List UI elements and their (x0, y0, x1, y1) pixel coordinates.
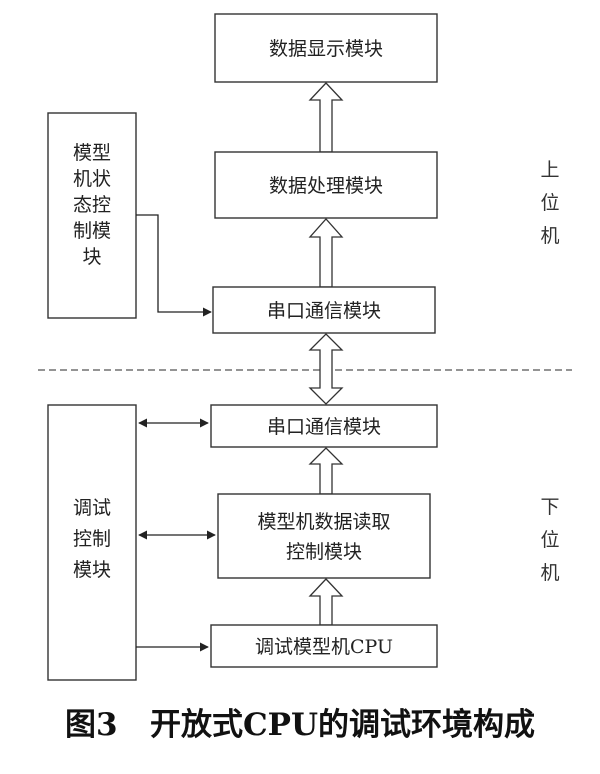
debug-model-cpu-label: 调试模型机CPU (255, 636, 393, 658)
debug-control-module-box (47, 404, 137, 681)
svg-text:机状: 机状 (73, 168, 111, 190)
svg-text:位: 位 (540, 192, 559, 214)
svg-text:块: 块 (82, 246, 101, 268)
data-display-module-box (214, 13, 438, 83)
debug-control-module-label: 调试 控制 模块 (73, 497, 111, 581)
data-processing-module-box (214, 151, 438, 219)
lower-machine-label: 下 位 机 (540, 496, 559, 584)
model-data-read-module-box (217, 493, 431, 579)
upper-serial-module-label: 串口通信模块 (267, 300, 381, 322)
svg-text:模块: 模块 (73, 559, 111, 581)
hollow-arrow-read-to-serial (308, 447, 344, 495)
svg-text:态控: 态控 (73, 194, 111, 216)
upper-machine-label: 上 位 机 (540, 159, 559, 247)
model-data-read-module-label: 模型机数据读取 控制模块 (257, 511, 390, 563)
svg-text:控制模块: 控制模块 (286, 541, 362, 563)
svg-text:模型机数据读取: 模型机数据读取 (257, 511, 390, 533)
svg-text:机: 机 (540, 225, 559, 247)
hollow-arrow-serial-to-process (308, 218, 344, 288)
svg-text:位: 位 (540, 529, 559, 551)
svg-text:调试: 调试 (73, 497, 111, 519)
hollow-arrow-process-to-display (308, 82, 344, 153)
upper-serial-module-box (212, 286, 436, 334)
figure-caption: 图3 开放式CPU的调试环境构成 (65, 707, 535, 743)
lower-serial-module-box (210, 404, 438, 448)
upper-section: 数据显示模块 数据处理模块 串口通信模块 模型 机状 态控 制模 块 上 位 机 (47, 13, 560, 334)
svg-text:模型: 模型 (73, 142, 111, 164)
model-state-control-box (47, 112, 137, 319)
lower-section: 串口通信模块 模型机数据读取 控制模块 调试模型机CPU 调试 控制 模块 下 … (47, 404, 560, 681)
svg-text:下: 下 (540, 496, 559, 518)
svg-text:控制: 控制 (73, 528, 111, 550)
data-processing-module-label: 数据处理模块 (269, 175, 383, 197)
svg-text:上: 上 (540, 159, 559, 181)
model-state-control-label: 模型 机状 态控 制模 块 (73, 142, 111, 268)
lower-serial-module-label: 串口通信模块 (267, 416, 381, 438)
data-display-module-label: 数据显示模块 (269, 38, 383, 60)
svg-text:机: 机 (540, 562, 559, 584)
hollow-arrow-cpu-to-read (308, 578, 344, 626)
arrow-state-to-serial (136, 214, 212, 317)
svg-text:制模: 制模 (73, 220, 111, 242)
debug-model-cpu-box (210, 624, 438, 668)
hollow-arrow-serial-bidirectional (308, 333, 344, 405)
